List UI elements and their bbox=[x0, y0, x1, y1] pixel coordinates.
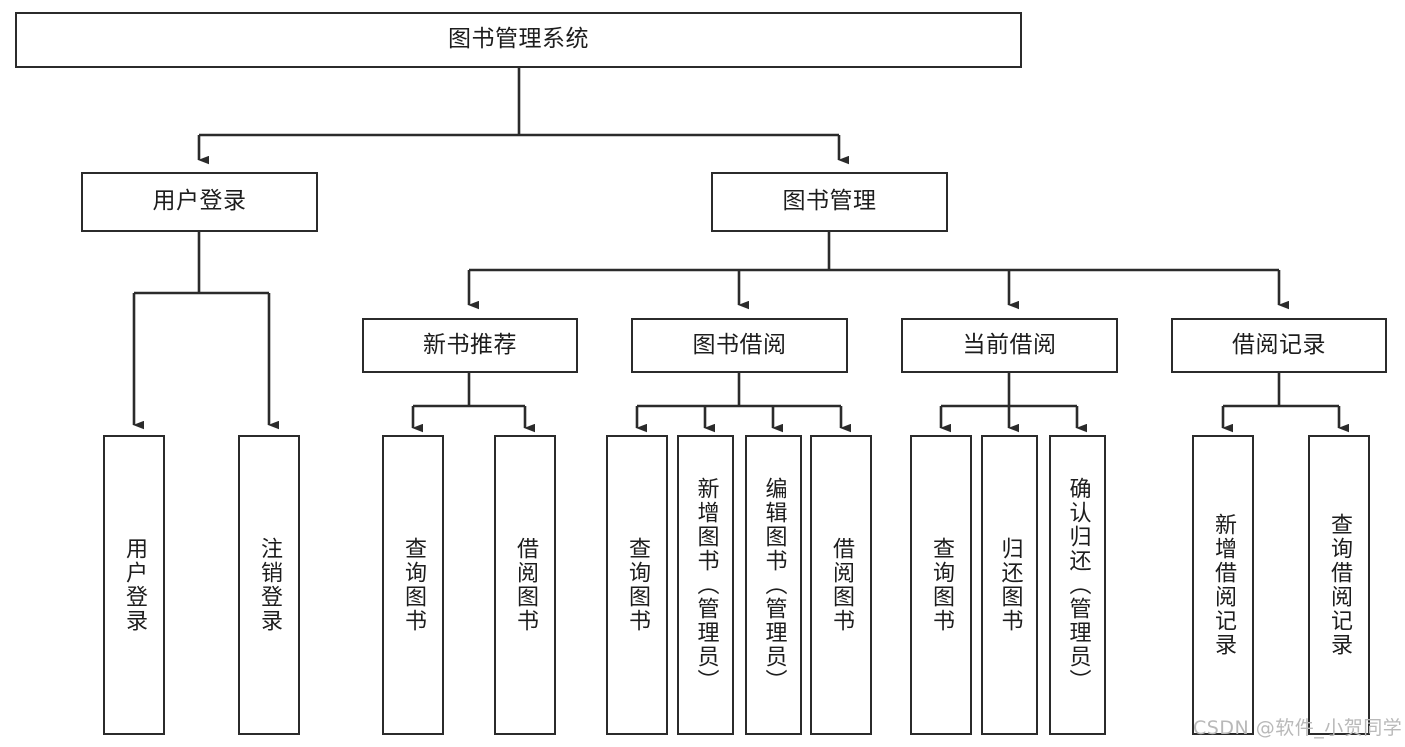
node-label: 查询图书 bbox=[929, 537, 954, 633]
node-label: 查询图书 bbox=[625, 537, 650, 633]
node-leaf-add-record[interactable]: 新增借阅记录 bbox=[1192, 435, 1254, 735]
node-label: 当前借阅 bbox=[962, 331, 1057, 358]
node-label: 新增图书（管理员） bbox=[693, 477, 719, 693]
node-label: 借阅图书 bbox=[513, 537, 538, 633]
node-leaf-query-record[interactable]: 查询借阅记录 bbox=[1308, 435, 1370, 735]
node-label: 编辑图书（管理员） bbox=[761, 477, 787, 693]
node-borrow-record[interactable]: 借阅记录 bbox=[1171, 318, 1387, 373]
node-label: 借阅记录 bbox=[1232, 331, 1326, 358]
node-book-manage[interactable]: 图书管理 bbox=[711, 172, 948, 232]
node-leaf-add-book[interactable]: 新增图书（管理员） bbox=[677, 435, 734, 735]
node-label: 图书管理 bbox=[782, 188, 877, 215]
node-leaf-borrow-book-1[interactable]: 借阅图书 bbox=[494, 435, 556, 735]
node-leaf-borrow-book-2[interactable]: 借阅图书 bbox=[810, 435, 872, 735]
node-leaf-query-book-3[interactable]: 查询图书 bbox=[910, 435, 972, 735]
node-label: 注销登录 bbox=[257, 537, 282, 633]
node-label: 确认归还（管理员） bbox=[1065, 477, 1091, 693]
node-label: 新书推荐 bbox=[423, 331, 517, 358]
node-leaf-user-login[interactable]: 用户登录 bbox=[103, 435, 165, 735]
csdn-watermark: CSDN @软件_小贺同学 bbox=[1193, 717, 1403, 739]
node-leaf-query-book-1[interactable]: 查询图书 bbox=[382, 435, 444, 735]
node-leaf-edit-book[interactable]: 编辑图书（管理员） bbox=[745, 435, 802, 735]
node-label: 新增借阅记录 bbox=[1211, 513, 1236, 657]
node-label: 借阅图书 bbox=[829, 537, 854, 633]
node-label: 图书管理系统 bbox=[448, 26, 589, 53]
node-label: 查询借阅记录 bbox=[1327, 513, 1352, 657]
node-leaf-logout[interactable]: 注销登录 bbox=[238, 435, 300, 735]
node-leaf-query-book-2[interactable]: 查询图书 bbox=[606, 435, 668, 735]
node-label: 归还图书 bbox=[997, 537, 1023, 633]
node-label: 用户登录 bbox=[152, 188, 247, 215]
node-user-login[interactable]: 用户登录 bbox=[81, 172, 318, 232]
node-root-system[interactable]: 图书管理系统 bbox=[15, 12, 1022, 68]
node-leaf-confirm-return[interactable]: 确认归还（管理员） bbox=[1049, 435, 1106, 735]
node-label: 查询图书 bbox=[401, 537, 426, 633]
node-new-book-rec[interactable]: 新书推荐 bbox=[362, 318, 578, 373]
node-current-borrow[interactable]: 当前借阅 bbox=[901, 318, 1118, 373]
node-leaf-return-book[interactable]: 归还图书 bbox=[981, 435, 1038, 735]
node-book-borrow[interactable]: 图书借阅 bbox=[631, 318, 848, 373]
node-label: 用户登录 bbox=[122, 537, 147, 633]
node-label: 图书借阅 bbox=[692, 331, 787, 358]
